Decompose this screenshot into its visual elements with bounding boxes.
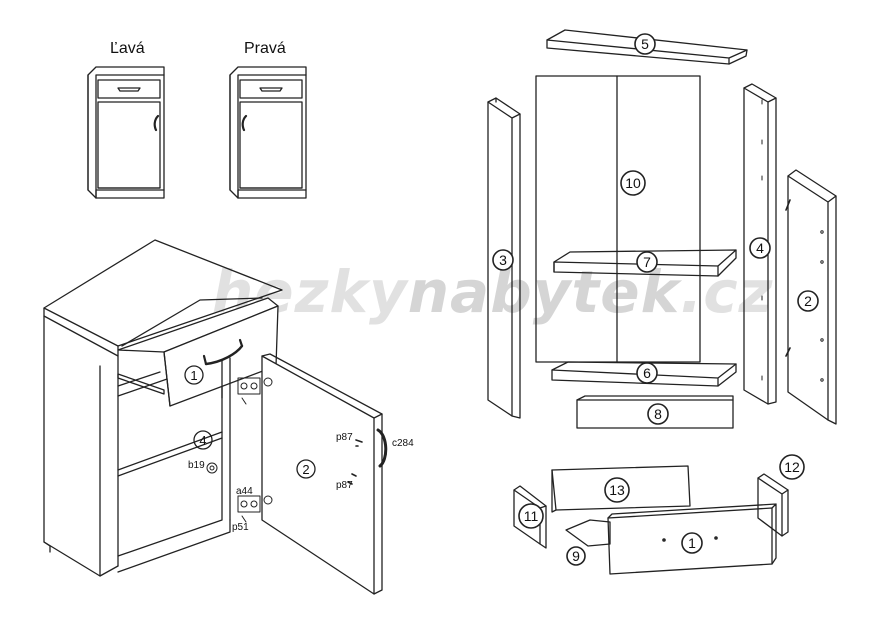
part-label-6: 6 — [643, 365, 651, 381]
drawer-callout: 1 — [190, 368, 197, 383]
hinge-plate-label-bottom: p51 — [232, 522, 249, 533]
watermark-part2: nabytek — [407, 258, 681, 326]
screw-label-lower: p87 — [336, 480, 353, 491]
watermark: hezkynabytek.cz — [212, 258, 773, 326]
part-label-12: 12 — [784, 459, 800, 475]
cam-lock-label: b19 — [188, 460, 205, 471]
handle-label: c284 — [392, 438, 414, 449]
screw-label-upper: p87 — [336, 432, 353, 443]
part-label-13: 13 — [609, 482, 625, 498]
door-callout: 2 — [302, 462, 309, 477]
part-label-8: 8 — [654, 406, 662, 422]
part-label-7: 7 — [643, 254, 651, 270]
part-label-1: 1 — [688, 535, 696, 551]
right-variant-label: Pravá — [244, 40, 286, 57]
hinge-plate-label-top: a44 — [236, 486, 253, 497]
left-variant-label: Ľavá — [110, 40, 145, 57]
part-label-2: 2 — [804, 293, 812, 309]
watermark-part3: .cz — [680, 258, 774, 326]
assembled-cabinet: 1 4 2 a44 p51 b19 p87 p87 c284 — [43, 239, 414, 595]
exploded-parts: 5 10 7 6 8 3 4 2 13 11 12 9 1 — [487, 29, 837, 575]
part-label-5: 5 — [641, 36, 649, 52]
part-label-9: 9 — [572, 548, 580, 564]
part-label-3: 3 — [499, 252, 507, 268]
part-label-10: 10 — [625, 175, 641, 191]
right-variant-cabinet — [229, 66, 307, 199]
left-variant-cabinet — [87, 66, 165, 199]
part-label-11: 11 — [524, 508, 539, 524]
inner-panel-callout: 4 — [199, 433, 206, 448]
part-label-4: 4 — [756, 240, 764, 256]
